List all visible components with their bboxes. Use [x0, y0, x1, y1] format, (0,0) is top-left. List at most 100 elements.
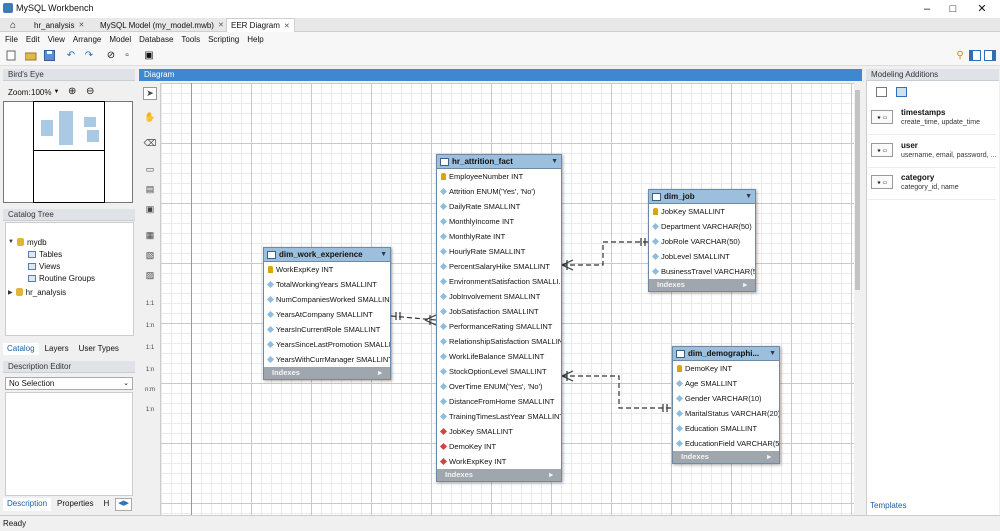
layout-icon[interactable] [896, 87, 907, 97]
layer-tool-icon[interactable]: ▭ [145, 164, 155, 174]
zoom-select[interactable]: 100% ▼ [31, 86, 63, 98]
indexes-section[interactable]: Indexes▸ [264, 367, 390, 379]
expand-icon[interactable]: ▼ [8, 239, 14, 245]
column-row[interactable]: PerformanceRating SMALLINT [437, 319, 561, 334]
tree-item-tables[interactable]: Tables [28, 248, 62, 260]
menu-model[interactable]: Model [109, 34, 132, 44]
close-button[interactable]: ✕ [977, 3, 987, 15]
column-row[interactable]: WorkExpKey INT [437, 454, 561, 469]
table-header[interactable]: dim_job ▼ [649, 190, 755, 204]
open-folder-icon[interactable] [24, 49, 38, 62]
column-row[interactable]: JobLevel SMALLINT [649, 249, 755, 264]
column-row[interactable]: DemoKey INT [673, 361, 779, 376]
templates-icon[interactable] [876, 87, 887, 97]
tree-item-mydb[interactable]: ▼ mydb [8, 236, 47, 248]
menu-help[interactable]: Help [247, 34, 264, 44]
close-tab-icon[interactable]: ✕ [78, 22, 85, 29]
note-tool-icon[interactable]: ▤ [145, 184, 155, 194]
description-textarea[interactable] [5, 392, 133, 496]
menu-database[interactable]: Database [139, 34, 174, 44]
collapse-icon[interactable]: ▼ [551, 158, 558, 165]
column-row[interactable]: RelationshipSatisfaction SMALLINT [437, 334, 561, 349]
column-row[interactable]: Department VARCHAR(50) [649, 219, 755, 234]
home-tab[interactable]: ⌂ [6, 18, 24, 32]
column-row[interactable]: WorkExpKey INT [264, 262, 390, 277]
collapse-icon[interactable]: ▼ [769, 350, 776, 357]
tab-history[interactable]: H [103, 499, 110, 508]
column-row[interactable]: JobInvolvement SMALLINT [437, 289, 561, 304]
minimize-button[interactable]: – [923, 3, 931, 15]
indexes-section[interactable]: Indexes▸ [437, 469, 561, 481]
menu-view[interactable]: View [47, 34, 65, 44]
column-row[interactable]: StockOptionLevel SMALLINT [437, 364, 561, 379]
image-tool-icon[interactable]: ▣ [145, 204, 155, 214]
collapse-icon[interactable]: ▼ [380, 251, 387, 258]
export-icon[interactable]: ▣ [144, 50, 154, 61]
relation-n-m-icon[interactable]: n:m [144, 386, 155, 393]
column-row[interactable]: Attrition ENUM('Yes', 'No') [437, 184, 561, 199]
tab-eer-diagram[interactable]: EER Diagram ✕ [226, 18, 295, 32]
relation-1-1-id-icon[interactable]: 1:1 [145, 344, 155, 351]
table-dim-work-experience[interactable]: dim_work_experience ▼ WorkExpKey INT Tot… [263, 247, 391, 380]
column-row[interactable]: JobSatisfaction SMALLINT [437, 304, 561, 319]
close-tab-icon[interactable]: ✕ [283, 22, 290, 30]
menu-tools[interactable]: Tools [181, 34, 201, 44]
scrollbar-thumb[interactable] [855, 90, 860, 290]
menu-arrange[interactable]: Arrange [72, 34, 102, 44]
close-tab-icon[interactable]: ✕ [217, 22, 224, 29]
column-row[interactable]: BusinessTravel VARCHAR(50) [649, 264, 755, 279]
column-row[interactable]: TotalWorkingYears SMALLINT [264, 277, 390, 292]
table-tool-icon[interactable]: ▦ [145, 230, 155, 240]
column-row[interactable]: HourlyRate SMALLINT [437, 244, 561, 259]
column-row[interactable]: Education SMALLINT [673, 421, 779, 436]
expand-icon[interactable]: ▶ [8, 289, 13, 296]
hand-tool-icon[interactable]: ✋ [144, 112, 156, 122]
tab-model[interactable]: MySQL Model (my_model.mwb) ✕ [96, 18, 228, 32]
expand-icon[interactable]: ▸ [549, 470, 553, 479]
collapse-icon[interactable]: ▼ [745, 193, 752, 200]
column-row[interactable]: TrainingTimesLastYear SMALLINT [437, 409, 561, 424]
indexes-section[interactable]: Indexes▸ [673, 451, 779, 463]
expand-icon[interactable]: ▸ [743, 280, 747, 289]
menu-scripting[interactable]: Scripting [208, 34, 240, 44]
tab-properties[interactable]: Properties [57, 499, 94, 508]
tab-catalog[interactable]: Catalog [3, 343, 39, 355]
pointer-tool-icon[interactable]: ➤ [143, 87, 157, 100]
toggle-secondary-sidebar-icon[interactable] [983, 49, 997, 62]
table-header[interactable]: dim_demographi... ▼ [673, 347, 779, 361]
column-row[interactable]: MaritalStatus VARCHAR(20) [673, 406, 779, 421]
expand-icon[interactable]: ▸ [767, 452, 771, 461]
description-select[interactable]: No Selection ⌄ [5, 377, 133, 390]
indexes-section[interactable]: Indexes▸ [649, 279, 755, 291]
column-row[interactable]: EmployeeNumber INT [437, 169, 561, 184]
tree-item-routine-groups[interactable]: Routine Groups [28, 272, 95, 284]
template-user[interactable]: ★ ▭ user username, email, password, ... [868, 138, 996, 168]
menu-edit[interactable]: Edit [25, 34, 40, 44]
tab-description[interactable]: Description [3, 498, 52, 511]
tab-layers[interactable]: Layers [44, 344, 69, 353]
expand-icon[interactable]: ▸ [378, 368, 382, 377]
column-row[interactable]: NumCompaniesWorked SMALLINT [264, 292, 390, 307]
menu-file[interactable]: File [5, 34, 18, 44]
column-row[interactable]: WorkLifeBalance SMALLINT [437, 349, 561, 364]
column-row[interactable]: Age SMALLINT [673, 376, 779, 391]
table-dim-job[interactable]: dim_job ▼ JobKey SMALLINT Department VAR… [648, 189, 756, 292]
tab-templates[interactable]: Templates [870, 501, 907, 510]
zoom-out-icon[interactable]: ⊖ [86, 86, 95, 97]
column-row[interactable]: MonthlyIncome INT [437, 214, 561, 229]
save-icon[interactable] [42, 49, 56, 62]
new-file-icon[interactable] [4, 49, 18, 62]
redo-icon[interactable]: ↷ [84, 50, 94, 61]
column-row[interactable]: EducationField VARCHAR(50) [673, 436, 779, 451]
tree-item-hr-analysis[interactable]: ▶ hr_analysis [8, 286, 66, 298]
toggle-grid-icon[interactable]: ⊘ [106, 50, 116, 61]
column-row[interactable]: JobRole VARCHAR(50) [649, 234, 755, 249]
tree-item-views[interactable]: Views [28, 260, 60, 272]
table-header[interactable]: dim_work_experience ▼ [264, 248, 390, 262]
view-tool-icon[interactable]: ▧ [145, 250, 155, 260]
column-row[interactable]: JobKey SMALLINT [649, 204, 755, 219]
routine-group-tool-icon[interactable]: ▨ [145, 270, 155, 280]
table-hr-attrition-fact[interactable]: hr_attrition_fact ▼ EmployeeNumber INT A… [436, 154, 562, 482]
column-row[interactable]: MonthlyRate INT [437, 229, 561, 244]
relation-1-n-id-icon[interactable]: 1:n [145, 366, 155, 373]
